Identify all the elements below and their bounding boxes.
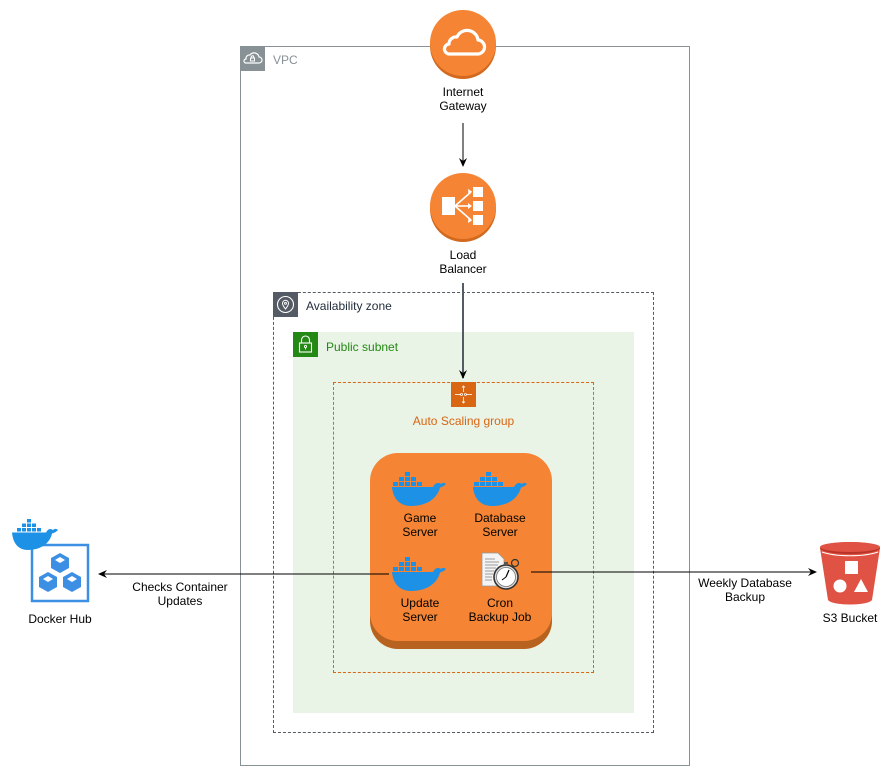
- game-server-label-line1: Game: [403, 511, 437, 525]
- cron-backup-job-label-line1: Cron: [486, 596, 513, 610]
- docker-whale-icon: [473, 472, 527, 506]
- s3-bucket-node[interactable]: [818, 540, 882, 608]
- cloud-icon: [442, 28, 487, 56]
- auto-scaling-group-label: Auto Scaling group: [412, 414, 515, 428]
- s3-bucket-label: S3 Bucket: [822, 611, 878, 625]
- database-server-label: Database Server: [450, 511, 550, 539]
- database-server-node[interactable]: [472, 468, 528, 508]
- load-balancer-icon: [442, 187, 483, 225]
- public-subnet-label: Public subnet: [326, 340, 399, 354]
- stopwatch-document-icon: [481, 552, 520, 590]
- database-server-label-line2: Server: [482, 525, 518, 539]
- docker-hub-label: Docker Hub: [28, 612, 92, 626]
- vpc-badge: [240, 46, 265, 71]
- cron-backup-job-node[interactable]: [478, 550, 522, 594]
- s3-bucket-icon: [820, 542, 880, 605]
- update-server-node[interactable]: [391, 553, 447, 593]
- load-balancer-node[interactable]: [430, 173, 496, 239]
- auto-scaling-badge: [451, 382, 476, 407]
- docker-whale-icon: [392, 557, 446, 591]
- edge-label-line1: Checks Container: [132, 580, 228, 594]
- docker-whale-icon: [392, 472, 446, 506]
- update-server-label: Update Server: [370, 596, 470, 624]
- vpc-label: VPC: [273, 53, 298, 67]
- update-server-label-line1: Update: [400, 596, 440, 610]
- internet-gateway-label-line1: Internet: [442, 85, 484, 99]
- availability-zone-badge: [273, 292, 298, 317]
- public-subnet-badge: [293, 332, 318, 357]
- internet-gateway-label-line2: Gateway: [439, 99, 487, 113]
- cloud-lock-icon: [243, 52, 263, 64]
- edge-label-checks-container-updates: Checks Container Updates: [120, 580, 240, 608]
- edge-label-line2: Updates: [157, 594, 203, 608]
- update-server-label-line2: Server: [402, 610, 438, 624]
- edge-label-line1: Weekly Database: [698, 576, 792, 590]
- internet-gateway-node[interactable]: [430, 10, 496, 76]
- internet-gateway-label: Internet Gateway: [413, 85, 513, 113]
- docker-hub-icon: [12, 519, 90, 603]
- database-server-label-line1: Database: [474, 511, 526, 525]
- edge-label-line2: Backup: [724, 590, 766, 604]
- cron-backup-job-label-line2: Backup Job: [468, 610, 532, 624]
- load-balancer-label-line2: Balancer: [439, 262, 487, 276]
- auto-scaling-icon: [455, 385, 472, 404]
- docker-hub-node[interactable]: [10, 517, 92, 605]
- padlock-icon: [298, 335, 313, 353]
- load-balancer-label: Load Balancer: [413, 248, 513, 276]
- game-server-label: Game Server: [370, 511, 470, 539]
- cron-backup-job-label: Cron Backup Job: [450, 596, 550, 624]
- game-server-node[interactable]: [391, 468, 447, 508]
- availability-zone-label: Availability zone: [306, 299, 392, 313]
- game-server-label-line2: Server: [402, 525, 438, 539]
- edge-label-weekly-database-backup: Weekly Database Backup: [690, 576, 800, 604]
- location-pin-icon: [276, 295, 295, 314]
- load-balancer-label-line1: Load: [449, 248, 477, 262]
